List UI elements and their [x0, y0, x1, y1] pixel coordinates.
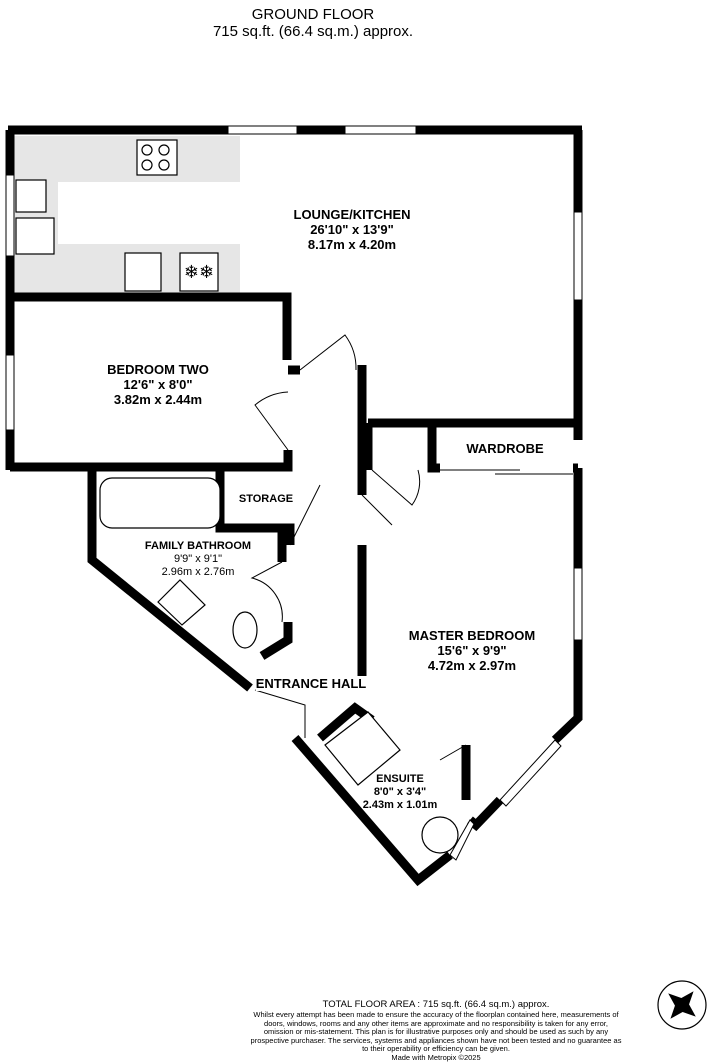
- ensuite-basin-icon: [421, 816, 459, 854]
- bath-icon: [99, 477, 221, 529]
- room-wardrobe: WARDROBE: [466, 441, 543, 456]
- washer-icon: [124, 252, 162, 292]
- room-metric: 2.96m x 2.76m: [161, 566, 235, 578]
- total-floor-area: TOTAL FLOOR AREA : 715 sq.ft. (66.4 sq.m…: [322, 999, 550, 1010]
- hob-icon: [136, 139, 178, 176]
- room-storage: STORAGE: [239, 493, 293, 506]
- floor-title: GROUND FLOOR: [251, 6, 375, 23]
- walls: [5, 125, 583, 887]
- fridge-freezer-icon: [179, 252, 219, 292]
- room-metric: 4.72m x 2.97m: [427, 658, 517, 673]
- room-metric: 8.17m x 4.20m: [307, 237, 397, 252]
- room-name: BEDROOM TWO: [107, 362, 209, 377]
- room-name: STORAGE: [238, 493, 294, 505]
- windows: [5, 125, 583, 861]
- room-imperial: 15'6" x 9'9": [437, 643, 507, 658]
- room-bedroom-two: BEDROOM TWO 12'6" x 8'0" 3.82m x 2.44m: [107, 362, 209, 407]
- kitchen-sink-icon: [15, 179, 47, 213]
- room-imperial: 8'0" x 3'4": [373, 786, 427, 798]
- room-master-bedroom: MASTER BEDROOM 15'6" x 9'9" 4.72m x 2.97…: [409, 628, 535, 673]
- room-lounge-kitchen: LOUNGE/KITCHEN 26'10" x 13'9" 8.17m x 4.…: [294, 207, 411, 252]
- doors: [250, 334, 573, 761]
- room-name: MASTER BEDROOM: [408, 628, 536, 643]
- room-imperial: 12'6" x 8'0": [123, 377, 193, 392]
- room-name: ENTRANCE HALL: [255, 676, 367, 691]
- footer: TOTAL FLOOR AREA : 715 sq.ft. (66.4 sq.m…: [250, 998, 622, 1062]
- room-ensuite: ENSUITE 8'0" x 3'4" 2.43m x 1.01m: [363, 773, 438, 812]
- compass-icon: [657, 980, 707, 1030]
- fixtures: ❄❄: [15, 139, 459, 854]
- room-name: LOUNGE/KITCHEN: [293, 207, 411, 222]
- room-name: FAMILY BATHROOM: [144, 540, 252, 552]
- credit: Made with Metropix ©2025: [391, 1052, 481, 1062]
- room-name: ENSUITE: [376, 773, 424, 785]
- room-imperial: 26'10" x 13'9": [310, 222, 394, 237]
- room-metric: 3.82m x 2.44m: [113, 392, 203, 407]
- room-metric: 2.43m x 1.01m: [362, 799, 438, 811]
- room-imperial: 9'9" x 9'1": [173, 553, 223, 565]
- floor-area: 715 sq.ft. (66.4 sq.m.) approx.: [212, 23, 414, 40]
- room-family-bathroom: FAMILY BATHROOM 9'9" x 9'1" 2.96m x 2.76…: [145, 540, 251, 579]
- room-name: WARDROBE: [466, 441, 544, 456]
- toilet-icon: [232, 611, 258, 649]
- shower-tray-icon: [324, 711, 401, 786]
- room-entrance-hall: ENTRANCE HALL: [255, 676, 367, 691]
- svg-text:❄❄: ❄❄: [184, 262, 214, 282]
- basin-icon: [157, 579, 206, 626]
- disclaimer: Whilst every attempt has been made to en…: [250, 1010, 622, 1053]
- wine-cooler-icon: [15, 217, 55, 255]
